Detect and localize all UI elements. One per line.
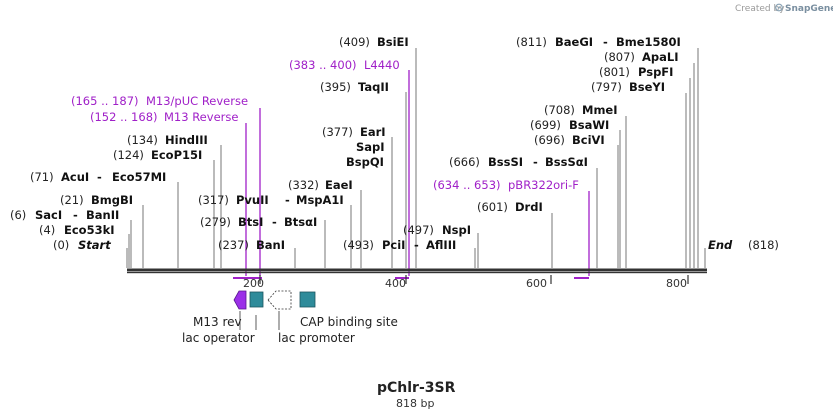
enzyme-saci: SacI xyxy=(35,208,62,222)
enzyme-acui-alt: Eco57MI xyxy=(112,170,166,184)
enzyme-bcivi: BciVI xyxy=(572,133,605,147)
enzyme-bsawi: BsaWI xyxy=(569,118,609,132)
credit-brand: SnapGene xyxy=(785,4,833,14)
tick-800: 800 xyxy=(666,277,687,290)
enzyme-hindiii: HindIII xyxy=(165,133,208,147)
enzyme-pvuii-pos: (317) xyxy=(198,193,229,207)
enzyme-bsawi-pos: (699) xyxy=(530,118,561,132)
tick-600: 600 xyxy=(526,277,547,290)
enzyme-btsi: BtsI xyxy=(238,215,263,229)
primer-pbr322-name: pBR322ori-F xyxy=(508,178,579,192)
primer-pbr322-range: (634 .. 653) xyxy=(433,178,501,192)
enzyme-bsssi-alt: BssSαI xyxy=(545,155,588,169)
enzyme-bcivi-pos: (696) xyxy=(534,133,565,147)
enzyme-leader-lines xyxy=(126,48,706,268)
enzyme-pvuii-alt: MspA1I xyxy=(296,193,344,207)
primer-m13puc-name: M13/pUC Reverse xyxy=(146,94,248,108)
feature-m13rev-icon xyxy=(233,290,247,310)
snapgene-logo-icon xyxy=(775,3,783,12)
enzyme-saci-dash: - xyxy=(73,208,78,222)
enzyme-pcii-pos: (493) xyxy=(343,238,374,252)
primer-l4440-name: L4440 xyxy=(364,58,400,72)
primer-leader-lines xyxy=(245,70,590,276)
enzyme-eari: EarI xyxy=(360,125,386,139)
feature-label-lacpro: lac promoter xyxy=(278,331,355,345)
enzyme-baegi: BaeGI xyxy=(555,35,593,49)
enzyme-bsssi-dash: - xyxy=(533,155,538,169)
enzyme-baegi-pos: (811) xyxy=(516,35,547,49)
enzyme-sapi: SapI xyxy=(356,140,385,154)
enzyme-apali: ApaLI xyxy=(642,50,679,64)
primer-l4440-range: (383 .. 400) xyxy=(289,58,357,72)
enzyme-saci-pos: (6) xyxy=(10,208,26,222)
enzyme-btsi-alt: BtsαI xyxy=(284,215,317,229)
enzyme-bseyi: BseYI xyxy=(629,80,665,94)
enzyme-nspi: NspI xyxy=(442,223,471,237)
enzyme-bmgbi-pos: (21) xyxy=(60,193,84,207)
enzyme-pspfi-pos: (801) xyxy=(599,65,630,79)
enzyme-taqii: TaqII xyxy=(358,80,389,94)
enzyme-mmei-pos: (708) xyxy=(544,103,575,117)
enzyme-pcii: PciI xyxy=(382,238,405,252)
enzyme-mmei: MmeI xyxy=(582,103,618,117)
enzyme-hindiii-pos: (134) xyxy=(127,133,158,147)
enzyme-taqii-pos: (395) xyxy=(320,80,351,94)
enzyme-btsi-dash: - xyxy=(272,215,277,229)
end-pos: (818) xyxy=(748,238,779,252)
plasmid-size: 818 bp xyxy=(396,397,434,410)
enzyme-eaei: EaeI xyxy=(325,178,353,192)
feature-lac-operator-icon xyxy=(249,291,264,308)
enzyme-drdi: DrdI xyxy=(515,200,543,214)
enzyme-bsssi: BssSI xyxy=(488,155,523,169)
enzyme-bspqi: BspQI xyxy=(346,155,384,169)
feature-cap-site-icon xyxy=(299,291,316,308)
credit-prefix: Created by xyxy=(735,4,785,14)
primer-m13puc-range: (165 .. 187) xyxy=(71,94,139,108)
tick-200: 200 xyxy=(243,277,264,290)
enzyme-saci-alt: BanII xyxy=(86,208,119,222)
primer-m13rev-name: M13 Reverse xyxy=(164,110,238,124)
enzyme-btsi-pos: (279) xyxy=(200,215,231,229)
start-pos: (0) xyxy=(53,238,69,252)
enzyme-pvuii-dash: - xyxy=(285,193,290,207)
enzyme-ecop15i-pos: (124) xyxy=(113,148,144,162)
feature-label-cap: CAP binding site xyxy=(300,315,398,329)
enzyme-acui-dash: - xyxy=(97,170,102,184)
enzyme-bsiei: BsiEI xyxy=(377,35,409,49)
feature-label-m13rev: M13 rev xyxy=(193,315,242,329)
enzyme-baegi-dash: - xyxy=(603,35,608,49)
enzyme-bani: BanI xyxy=(256,238,285,252)
primer-m13rev-range: (152 .. 168) xyxy=(90,110,158,124)
enzyme-bseyi-pos: (797) xyxy=(591,80,622,94)
tick-400: 400 xyxy=(385,277,406,290)
ruler-ticks xyxy=(259,275,689,284)
enzyme-bani-pos: (237) xyxy=(218,238,249,252)
sequence-bar xyxy=(127,268,707,274)
start-label: Start xyxy=(78,238,111,252)
enzyme-baegi-alt: Bme1580I xyxy=(616,35,681,49)
feature-leaders xyxy=(239,311,280,330)
enzyme-pspfi: PspFI xyxy=(638,65,673,79)
enzyme-nspi-pos: (497) xyxy=(403,223,434,237)
enzyme-bsiei-pos: (409) xyxy=(339,35,370,49)
enzyme-eaei-pos: (332) xyxy=(288,178,319,192)
feature-label-lacop: lac operator xyxy=(182,331,255,345)
enzyme-apali-pos: (807) xyxy=(604,50,635,64)
enzyme-eco53ki: Eco53kI xyxy=(64,223,115,237)
enzyme-pcii-alt: AflIII xyxy=(426,238,456,252)
enzyme-pcii-dash: - xyxy=(414,238,419,252)
plasmid-name: pChlr-3SR xyxy=(377,380,456,396)
enzyme-ecop15i: EcoP15I xyxy=(151,148,202,162)
enzyme-drdi-pos: (601) xyxy=(477,200,508,214)
enzyme-acui-pos: (71) xyxy=(30,170,54,184)
enzyme-pvuii: PvuII xyxy=(236,193,269,207)
enzyme-bmgbi: BmgBI xyxy=(91,193,133,207)
feature-lac-promoter-icon xyxy=(267,290,292,310)
enzyme-bsssi-pos: (666) xyxy=(449,155,480,169)
end-label: End xyxy=(708,238,733,252)
enzyme-acui: AcuI xyxy=(61,170,89,184)
enzyme-eco53ki-pos: (4) xyxy=(39,223,55,237)
enzyme-eari-pos: (377) xyxy=(322,125,353,139)
